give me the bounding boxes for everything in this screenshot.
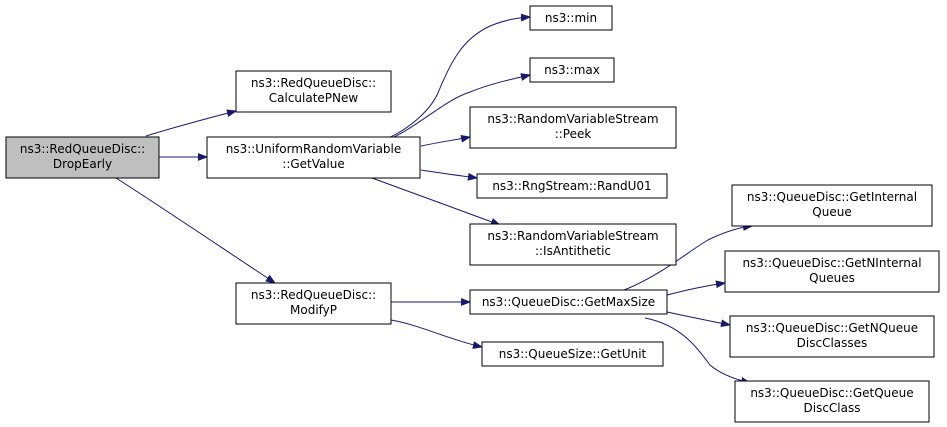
node-drop-early[interactable]: ns3::RedQueueDisc:: DropEarly — [5, 136, 160, 179]
node-get-unit[interactable]: ns3::QueueSize::GetUnit — [481, 341, 664, 367]
node-label-line: ns3::RedQueueDisc:: — [251, 76, 376, 90]
node-get-queue-disc-class[interactable]: ns3::QueueDisc::GetQueue DiscClass — [734, 380, 930, 423]
node-randu01[interactable]: ns3::RngStream::RandU01 — [476, 173, 668, 199]
node-label-line: ns3::QueueSize::GetUnit — [499, 347, 647, 361]
node-label-line: DropEarly — [53, 157, 112, 171]
node-label-line: ns3::min — [545, 11, 597, 25]
edge-getmaxsize-to-getinternalqueue — [623, 226, 752, 291]
edge-getvalue-to-randu01 — [420, 169, 477, 178]
node-get-n-queue-disc-classes[interactable]: ns3::QueueDisc::GetNQueue DiscClasses — [729, 315, 935, 358]
node-label-line: ns3::RngStream::RandU01 — [492, 179, 651, 193]
node-max[interactable]: ns3::max — [529, 57, 615, 83]
nodes: ns3::RedQueueDisc:: DropEarly ns3::RedQu… — [5, 5, 940, 423]
node-label-line: ns3::QueueDisc::GetInternal — [747, 190, 917, 204]
node-label-line: ::GetValue — [282, 157, 344, 171]
node-label-line: ns3::max — [544, 63, 600, 77]
node-label-line: ::IsAntithetic — [535, 244, 611, 258]
edges — [115, 17, 752, 383]
node-label-line: ModifyP — [290, 303, 337, 317]
node-label-line: Queue — [812, 205, 851, 219]
node-label-line: ns3::QueueDisc::GetNQueue — [746, 321, 918, 335]
node-label-line: CalculatePNew — [269, 91, 359, 105]
node-label-line: ns3::QueueDisc::GetQueue — [750, 386, 913, 400]
edge-modifyp-to-getunit — [390, 319, 482, 347]
node-min[interactable]: ns3::min — [529, 5, 613, 31]
edge-getmaxsize-to-getnqueuediscclasses — [666, 311, 730, 325]
node-calculate-pnew[interactable]: ns3::RedQueueDisc:: CalculatePNew — [235, 70, 392, 113]
edge-getvalue-to-peek — [420, 137, 470, 147]
node-peek[interactable]: ns3::RandomVariableStream ::Peek — [469, 106, 677, 149]
node-label-line: ns3::UniformRandomVariable — [226, 142, 402, 156]
node-label-line: ::Peek — [555, 127, 592, 141]
edge-getvalue-to-min — [385, 17, 530, 140]
node-modify-p[interactable]: ns3::RedQueueDisc:: ModifyP — [235, 282, 392, 325]
node-label-line: ns3::RedQueueDisc:: — [251, 288, 376, 302]
node-get-n-internal-queues[interactable]: ns3::QueueDisc::GetNInternal Queues — [724, 250, 940, 293]
node-label-line: ns3::QueueDisc::GetNInternal — [742, 256, 921, 270]
edge-getmaxsize-to-getqueuediscclass — [644, 317, 750, 383]
node-label-line: ns3::RandomVariableStream — [487, 112, 658, 126]
node-label-line: ns3::QueueDisc::GetMaxSize — [482, 295, 655, 309]
edge-getvalue-to-isantithetic — [371, 177, 500, 225]
edge-dropearly-to-modifyp — [115, 177, 275, 283]
node-get-internal-queue[interactable]: ns3::QueueDisc::GetInternal Queue — [731, 184, 933, 227]
node-label-line: ns3::RedQueueDisc:: — [20, 142, 145, 156]
node-is-antithetic[interactable]: ns3::RandomVariableStream ::IsAntithetic — [469, 223, 677, 266]
node-label-line: ns3::RandomVariableStream — [487, 229, 658, 243]
node-get-max-size[interactable]: ns3::QueueDisc::GetMaxSize — [469, 289, 668, 315]
node-uniform-getvalue[interactable]: ns3::UniformRandomVariable ::GetValue — [206, 136, 421, 179]
node-label-line: Queues — [809, 271, 855, 285]
edge-dropearly-to-calculatepnew — [145, 111, 236, 137]
edge-getvalue-to-max — [389, 75, 530, 140]
edge-getmaxsize-to-getninternalqueues — [666, 283, 725, 296]
node-label-line: DiscClass — [804, 401, 861, 415]
node-label-line: DiscClasses — [797, 336, 868, 350]
